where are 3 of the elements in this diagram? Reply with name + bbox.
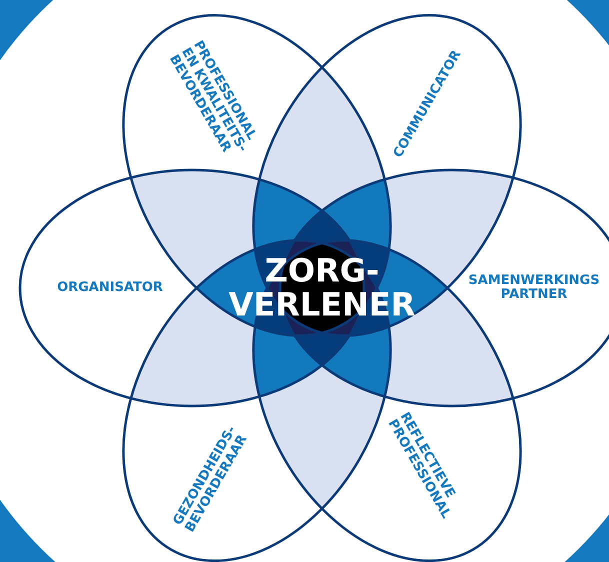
central-role-label: ZORG- VERLENER: [227, 254, 417, 322]
role-label: ORGANISATOR: [57, 280, 163, 296]
role-label: SAMENWERKINGS PARTNER: [468, 274, 600, 302]
